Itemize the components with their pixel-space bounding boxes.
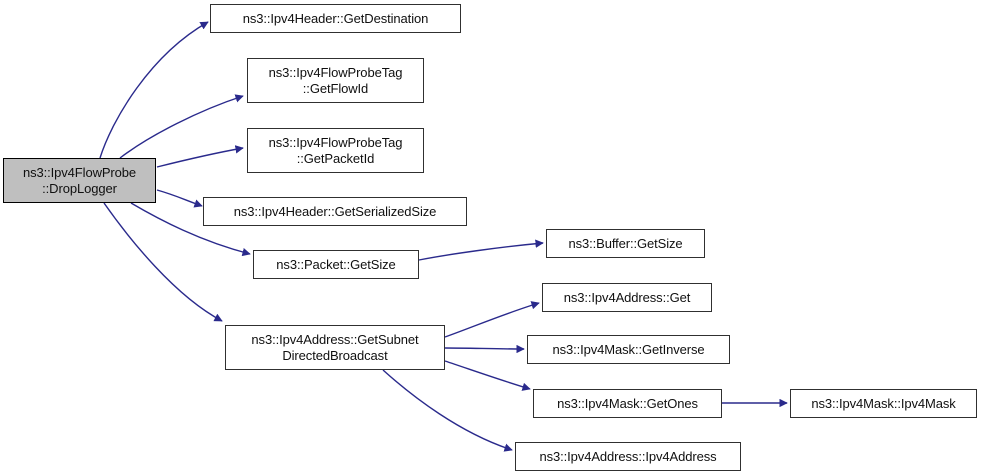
- node-label-get-subnet-directed-broadcast: ns3::Ipv4Address::GetSubnet DirectedBroa…: [251, 331, 419, 363]
- node-label-get-destination: ns3::Ipv4Header::GetDestination: [242, 10, 429, 26]
- node-ipv4mask-ctor[interactable]: ns3::Ipv4Mask::Ipv4Mask: [790, 389, 977, 418]
- call-edge-packet-get-size-to-buffer-get-size: [418, 239, 544, 261]
- node-ipv4address-ctor[interactable]: ns3::Ipv4Address::Ipv4Address: [515, 442, 741, 471]
- node-label-get-flow-id: ns3::Ipv4FlowProbeTag ::GetFlowId: [268, 64, 403, 96]
- node-label-get-inverse: ns3::Ipv4Mask::GetInverse: [552, 341, 705, 357]
- node-label-get-serialized-size: ns3::Ipv4Header::GetSerializedSize: [233, 203, 437, 219]
- call-edge-root-to-get-destination: [99, 21, 209, 159]
- node-get-inverse[interactable]: ns3::Ipv4Mask::GetInverse: [527, 335, 730, 364]
- node-packet-get-size[interactable]: ns3::Packet::GetSize: [253, 250, 419, 279]
- call-edge-get-subnet-directed-broadcast-to-ipv4address-ctor: [382, 369, 513, 452]
- call-edge-get-subnet-directed-broadcast-to-ipv4address-get: [444, 301, 540, 338]
- call-edge-get-subnet-directed-broadcast-to-get-ones: [444, 360, 531, 391]
- node-label-root: ns3::Ipv4FlowProbe ::DropLogger: [22, 164, 137, 196]
- call-edge-get-subnet-directed-broadcast-to-get-inverse: [444, 344, 525, 354]
- node-get-serialized-size[interactable]: ns3::Ipv4Header::GetSerializedSize: [203, 197, 467, 226]
- node-label-ipv4address-ctor: ns3::Ipv4Address::Ipv4Address: [539, 448, 717, 464]
- node-get-subnet-directed-broadcast[interactable]: ns3::Ipv4Address::GetSubnet DirectedBroa…: [225, 325, 445, 370]
- node-label-get-packet-id: ns3::Ipv4FlowProbeTag ::GetPacketId: [268, 134, 403, 166]
- node-label-ipv4mask-ctor: ns3::Ipv4Mask::Ipv4Mask: [811, 395, 956, 411]
- node-get-flow-id[interactable]: ns3::Ipv4FlowProbeTag ::GetFlowId: [247, 58, 424, 103]
- node-buffer-get-size[interactable]: ns3::Buffer::GetSize: [546, 229, 705, 258]
- node-get-destination[interactable]: ns3::Ipv4Header::GetDestination: [210, 4, 461, 33]
- node-get-ones[interactable]: ns3::Ipv4Mask::GetOnes: [533, 389, 722, 418]
- call-edge-root-to-get-packet-id: [156, 145, 244, 168]
- node-get-packet-id[interactable]: ns3::Ipv4FlowProbeTag ::GetPacketId: [247, 128, 424, 173]
- call-edge-root-to-get-serialized-size: [156, 189, 203, 208]
- node-label-ipv4address-get: ns3::Ipv4Address::Get: [563, 289, 691, 305]
- node-label-buffer-get-size: ns3::Buffer::GetSize: [568, 235, 683, 251]
- node-root[interactable]: ns3::Ipv4FlowProbe ::DropLogger: [3, 158, 156, 203]
- node-label-get-ones: ns3::Ipv4Mask::GetOnes: [557, 395, 698, 411]
- call-edge-root-to-get-flow-id: [119, 94, 244, 159]
- node-label-packet-get-size: ns3::Packet::GetSize: [276, 256, 396, 272]
- node-ipv4address-get[interactable]: ns3::Ipv4Address::Get: [542, 283, 712, 312]
